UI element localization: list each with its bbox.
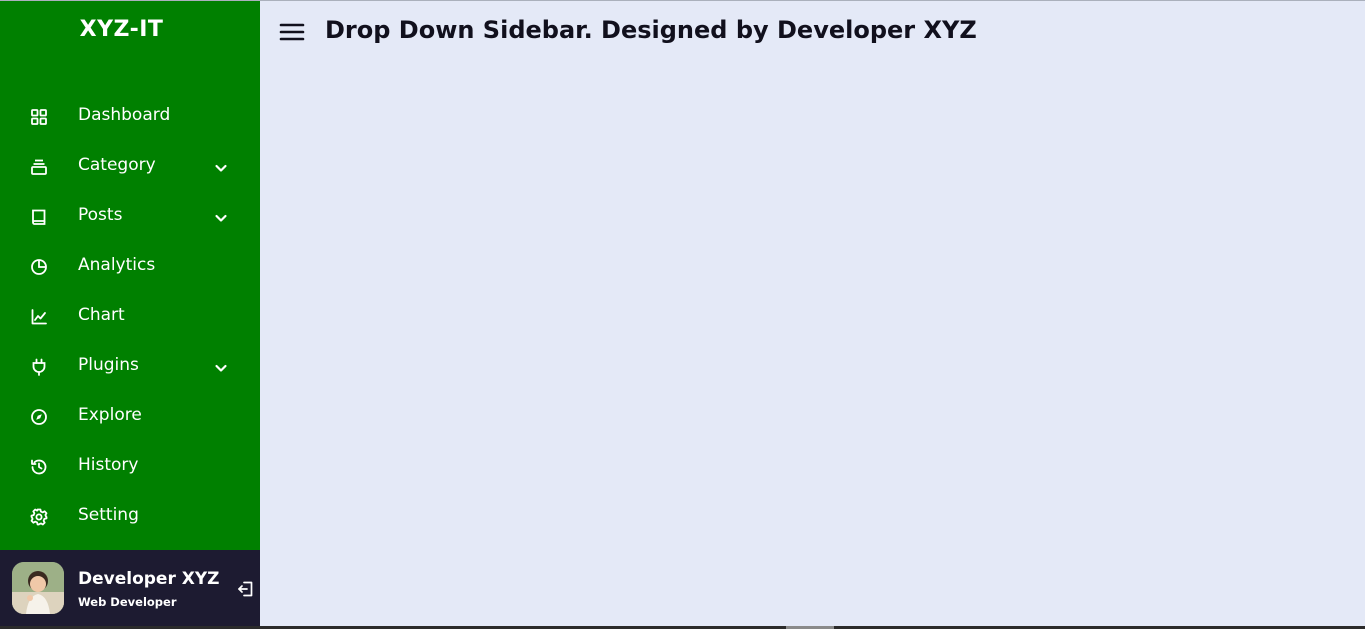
collection-icon	[29, 157, 49, 177]
menu-toggle-icon[interactable]	[279, 20, 305, 44]
sidebar-item-analytics[interactable]: Analytics	[0, 241, 260, 291]
sidebar-item-label: Explore	[78, 405, 142, 425]
avatar	[12, 562, 64, 614]
book-icon	[29, 207, 49, 227]
sidebar-item-setting[interactable]: Setting	[0, 491, 260, 541]
sidebar-item-posts[interactable]: Posts	[0, 191, 260, 241]
scrollbar-thumb[interactable]	[786, 626, 834, 629]
sidebar-item-plugins[interactable]: Plugins	[0, 341, 260, 391]
sidebar-item-explore[interactable]: Explore	[0, 391, 260, 441]
log-out-icon[interactable]	[236, 579, 256, 599]
chevron-down-icon[interactable]	[212, 359, 230, 377]
sidebar-item-label: Plugins	[78, 355, 139, 375]
chevron-down-icon[interactable]	[212, 209, 230, 227]
window-bottom-scrollbar	[0, 626, 1365, 629]
history-icon	[29, 457, 49, 477]
line-chart-icon	[29, 307, 49, 327]
brand-logo: XYZ-IT	[79, 17, 164, 42]
profile-job: Web Developer	[78, 595, 177, 609]
sidebar-item-label: Setting	[78, 505, 139, 525]
sidebar-item-label: Dashboard	[78, 105, 171, 125]
grid-icon	[29, 107, 49, 127]
sidebar-item-label: History	[78, 455, 139, 475]
sidebar-item-label: Analytics	[78, 255, 156, 275]
sidebar-item-dashboard[interactable]: Dashboard	[0, 91, 260, 141]
pie-chart-icon	[29, 257, 49, 277]
cog-icon	[29, 507, 49, 527]
sidebar-menu: Dashboard Category	[0, 91, 260, 541]
page-title: Drop Down Sidebar. Designed by Developer…	[325, 16, 977, 44]
sidebar-item-label: Chart	[78, 305, 125, 325]
profile-panel: Developer XYZ Web Developer	[0, 550, 260, 627]
plug-icon	[29, 357, 49, 377]
sidebar-item-label: Posts	[78, 205, 123, 225]
sidebar-item-history[interactable]: History	[0, 441, 260, 491]
sidebar-item-label: Category	[78, 155, 156, 175]
window-top-border	[0, 0, 1365, 1]
profile-name: Developer XYZ	[78, 569, 220, 589]
sidebar-item-chart[interactable]: Chart	[0, 291, 260, 341]
chevron-down-icon[interactable]	[212, 159, 230, 177]
sidebar: XYZ-IT Dashboard Category	[0, 1, 260, 627]
compass-icon	[29, 407, 49, 427]
sidebar-item-category[interactable]: Category	[0, 141, 260, 191]
